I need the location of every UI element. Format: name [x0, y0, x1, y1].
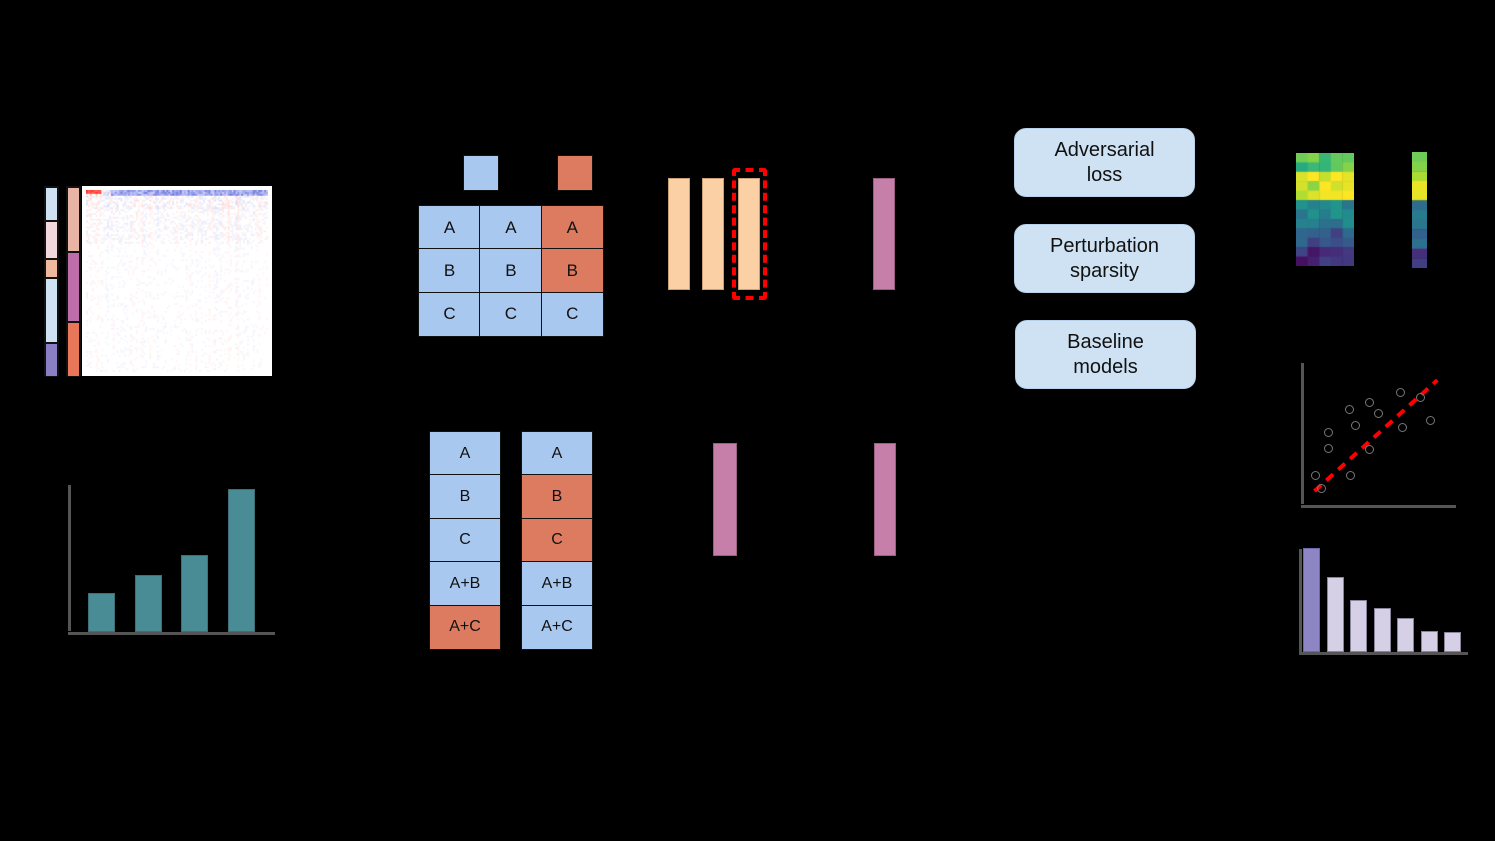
ranked-bar-chart — [1293, 545, 1468, 655]
annotation-segment — [67, 322, 80, 377]
annotation-bar-left — [44, 186, 59, 377]
ranked-bar-series — [1303, 548, 1468, 652]
scatter-point — [1398, 423, 1408, 433]
condition-cell: A+C — [429, 604, 501, 650]
grid-cell: B — [540, 248, 604, 294]
bar — [181, 554, 209, 632]
scatter-point — [1323, 443, 1333, 453]
grid-cell: B — [479, 248, 543, 294]
bar — [1303, 548, 1320, 652]
condition-cell: A — [521, 431, 593, 476]
viridis-heatmap-large — [1296, 153, 1354, 266]
annotation-segment — [45, 278, 58, 343]
condition-cell: B — [429, 474, 501, 520]
viridis-heatmap-strip — [1412, 152, 1427, 268]
annotation-segment — [67, 187, 80, 252]
scatter-point — [1425, 415, 1435, 425]
condition-cell: B — [521, 474, 593, 520]
scatter-point — [1395, 387, 1405, 397]
correlation-scatter — [1297, 363, 1457, 508]
scatter-point — [1365, 397, 1375, 407]
condition-cell: A+B — [521, 561, 593, 607]
bar — [228, 489, 256, 632]
condition-cell: A+B — [429, 561, 501, 607]
bar — [1326, 577, 1344, 652]
perturbation-heatmap-panel — [40, 182, 280, 380]
annotation-segment — [45, 343, 58, 377]
scatter-point — [1345, 470, 1355, 480]
annotation-segment — [67, 252, 80, 322]
bar — [134, 574, 162, 632]
bar — [1397, 617, 1415, 652]
scatter-point — [1365, 445, 1375, 455]
scatter-point — [1323, 428, 1333, 438]
grid-cell: A — [540, 205, 604, 250]
ranked-y-axis — [1299, 549, 1302, 653]
grid-cell: A — [479, 205, 543, 250]
condition-legend — [463, 155, 593, 193]
x-axis — [68, 632, 275, 635]
grid-cell: C — [418, 291, 481, 337]
bar — [87, 593, 115, 632]
scatter-points — [1297, 363, 1457, 508]
teal-bar-series — [68, 489, 275, 632]
embedding-bar — [668, 178, 690, 290]
condition-cell: C — [521, 517, 593, 563]
embedding-bar — [738, 178, 760, 290]
scatter-point — [1416, 392, 1426, 402]
ranked-x-axis — [1299, 652, 1468, 655]
bar — [1420, 631, 1438, 652]
embedding-bar — [874, 443, 896, 556]
annotation-segment — [45, 259, 58, 278]
grid-cell: A — [418, 205, 481, 250]
teal-bar-chart — [60, 485, 275, 635]
heatmap-matrix — [82, 186, 272, 376]
annotation-segment — [45, 187, 58, 221]
embedding-bar — [873, 178, 895, 290]
scatter-point — [1373, 408, 1383, 418]
bar — [1350, 600, 1368, 652]
y-axis — [68, 485, 71, 631]
scatter-y-axis — [1301, 363, 1304, 504]
scatter-x-axis — [1301, 505, 1456, 508]
embedding-bar — [702, 178, 724, 290]
grid-cell: C — [540, 291, 604, 337]
scatter-point — [1344, 404, 1354, 414]
unperturbed-swatch-icon — [463, 155, 499, 191]
grid-cell: C — [479, 291, 543, 337]
bar — [1444, 632, 1462, 652]
annotation-segment — [45, 221, 58, 259]
perturbed-swatch-icon — [557, 155, 593, 191]
bar — [1373, 608, 1391, 652]
scatter-point — [1351, 420, 1361, 430]
condition-cell: C — [429, 517, 501, 563]
annotation-bar-right — [66, 186, 81, 377]
scatter-point — [1311, 470, 1321, 480]
selected-bar-highlight — [732, 168, 767, 300]
condition-cell: A — [429, 431, 501, 476]
condition-cell: A+C — [521, 604, 593, 650]
scatter-point — [1316, 484, 1326, 494]
grid-cell: B — [418, 248, 481, 294]
embedding-bar — [713, 443, 737, 556]
